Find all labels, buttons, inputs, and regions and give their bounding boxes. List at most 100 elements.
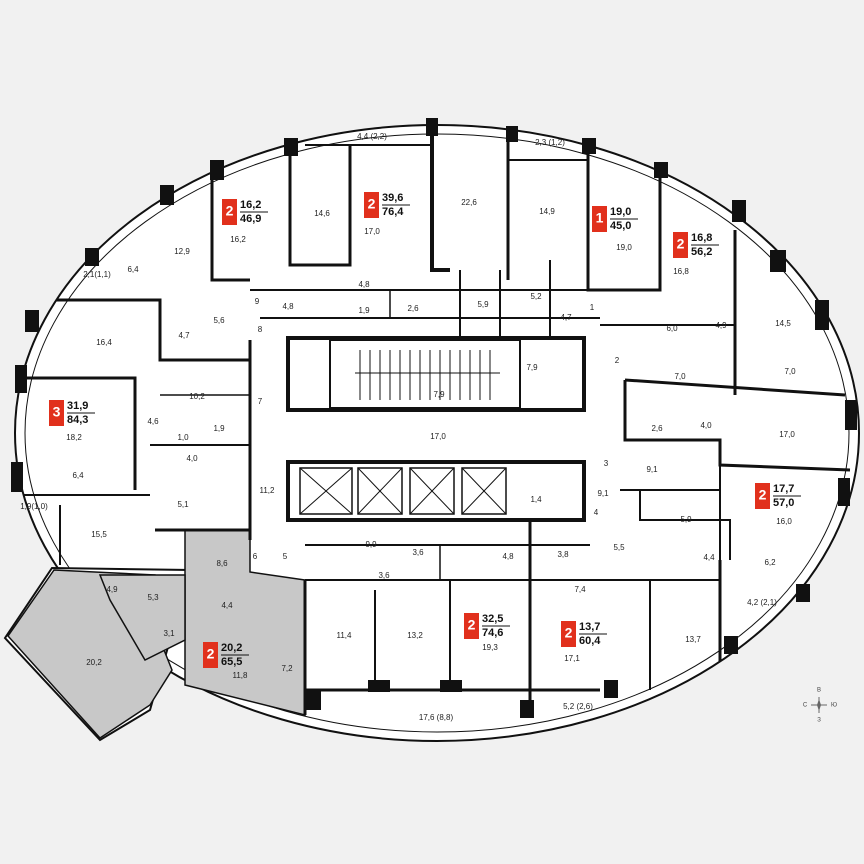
badge-rooms: 2 xyxy=(226,203,234,219)
room-area-label: 1,9(1,0) xyxy=(20,502,48,511)
room-area-label: 14,5 xyxy=(775,319,791,328)
room-area-label: 11,8 xyxy=(233,671,249,680)
room-area-label: 5,6 xyxy=(213,316,225,325)
badge-living-area: 13,7 xyxy=(579,621,600,633)
room-area-label: 16,2 xyxy=(230,235,246,244)
room-area-label: 4,4 xyxy=(703,553,715,562)
badge-rooms: 2 xyxy=(207,646,215,662)
room-area-label: 3,6 xyxy=(412,548,424,557)
room-area-label: 6,4 xyxy=(127,265,139,274)
badge-marker xyxy=(755,483,770,509)
badge-living-area: 16,8 xyxy=(691,232,712,244)
entry-number: 9 xyxy=(255,297,260,306)
room-area-label: 1,4 xyxy=(530,495,542,504)
room-area-label: 5,3 xyxy=(147,593,159,602)
room-area-label: 2,3 (1,2) xyxy=(535,138,565,147)
room-area-label: 11,4 xyxy=(337,631,353,640)
entry-number: 4 xyxy=(594,508,599,517)
room-area-label: 7,2 xyxy=(281,664,293,673)
badge-marker xyxy=(673,232,688,258)
badge-rooms: 2 xyxy=(759,487,767,503)
room-area-label: 17,0 xyxy=(430,432,446,441)
room-area-label: 13,7 xyxy=(685,635,701,644)
room-area-label: 5,9 xyxy=(680,515,692,524)
room-area-label: 4,2 (2,1) xyxy=(747,598,777,607)
badge-living-area: 39,6 xyxy=(382,192,403,204)
room-area-label: 4,9 xyxy=(715,321,727,330)
room-area-label: 1,9 xyxy=(358,306,370,315)
badge-living-area: 32,5 xyxy=(482,613,503,625)
room-area-label: 1,0 xyxy=(177,433,189,442)
room-area-label: 1,9 xyxy=(213,424,225,433)
room-area-label: 9,9 xyxy=(365,540,377,549)
room-area-label: 18,2 xyxy=(66,433,82,442)
room-area-label: 12,9 xyxy=(174,247,190,256)
entry-number: 2 xyxy=(615,356,620,365)
room-area-label: 5,9 xyxy=(477,300,489,309)
compass-south: З xyxy=(817,718,821,724)
apartment-badge[interactable]: 3 31,9 84,3 xyxy=(49,400,95,426)
badge-living-area: 17,7 xyxy=(773,483,794,495)
room-area-label: 2,1(1,1) xyxy=(83,270,111,279)
compass-west: С xyxy=(803,703,808,709)
room-area-label: 6,0 xyxy=(666,324,678,333)
room-area-label: 4,8 xyxy=(282,302,294,311)
room-area-label: 4,0 xyxy=(186,454,198,463)
walls xyxy=(20,125,851,715)
room-area-label: 4,9 xyxy=(106,585,118,594)
facade-columns xyxy=(11,118,857,718)
badge-living-area: 31,9 xyxy=(67,400,88,412)
badge-marker xyxy=(203,642,218,668)
entry-number: 7 xyxy=(258,397,263,406)
room-area-label: 17,1 xyxy=(564,654,580,663)
room-area-label: 8,6 xyxy=(216,559,228,568)
badge-rooms: 2 xyxy=(677,236,685,252)
room-area-label: 15,5 xyxy=(91,530,107,539)
room-area-label: 17,0 xyxy=(364,227,380,236)
entry-number: 1 xyxy=(590,303,595,312)
room-area-label: 17,6 (8,8) xyxy=(419,713,454,722)
badge-total-area: 45,0 xyxy=(610,220,631,232)
room-area-label: 4,7 xyxy=(178,331,190,340)
badge-rooms: 1 xyxy=(596,210,604,226)
room-area-label: 4,7 xyxy=(560,313,572,322)
room-area-label: 22,6 xyxy=(461,198,477,207)
room-area-label: 3,1 xyxy=(163,629,175,638)
room-area-label: 7,9 xyxy=(526,363,538,372)
room-area-label: 4,8 xyxy=(502,552,514,561)
room-area-labels: 4,4 (2,2)2,3 (1,2)14,616,217,022,614,919… xyxy=(20,132,796,722)
apartment-badge[interactable]: 2 16,2 46,9 xyxy=(222,199,268,225)
room-area-label: 19,0 xyxy=(616,243,632,252)
badge-rooms: 2 xyxy=(565,625,573,641)
badge-rooms: 2 xyxy=(468,617,476,633)
room-area-label: 4,0 xyxy=(700,421,712,430)
badge-rooms: 2 xyxy=(368,196,376,212)
badge-total-area: 84,3 xyxy=(67,414,88,426)
room-area-label: 17,0 xyxy=(779,430,795,439)
room-area-label: 3,8 xyxy=(557,550,569,559)
badge-total-area: 46,9 xyxy=(240,213,261,225)
room-area-label: 5,2 (2,6) xyxy=(563,702,593,711)
room-area-label: 11,2 xyxy=(260,486,276,495)
room-area-label: 20,2 xyxy=(86,658,102,667)
badge-rooms: 3 xyxy=(53,404,61,420)
apartment-badge[interactable]: 2 39,6 76,4 xyxy=(364,192,410,218)
badge-marker xyxy=(364,192,379,218)
room-area-label: 19,3 xyxy=(482,643,498,652)
badge-total-area: 76,4 xyxy=(382,206,404,218)
room-area-label: 13,2 xyxy=(407,631,423,640)
badge-living-area: 16,2 xyxy=(240,199,261,211)
entry-number: 5 xyxy=(283,552,288,561)
room-area-label: 4,4 (2,2) xyxy=(357,132,387,141)
room-area-label: 16,8 xyxy=(673,267,689,276)
